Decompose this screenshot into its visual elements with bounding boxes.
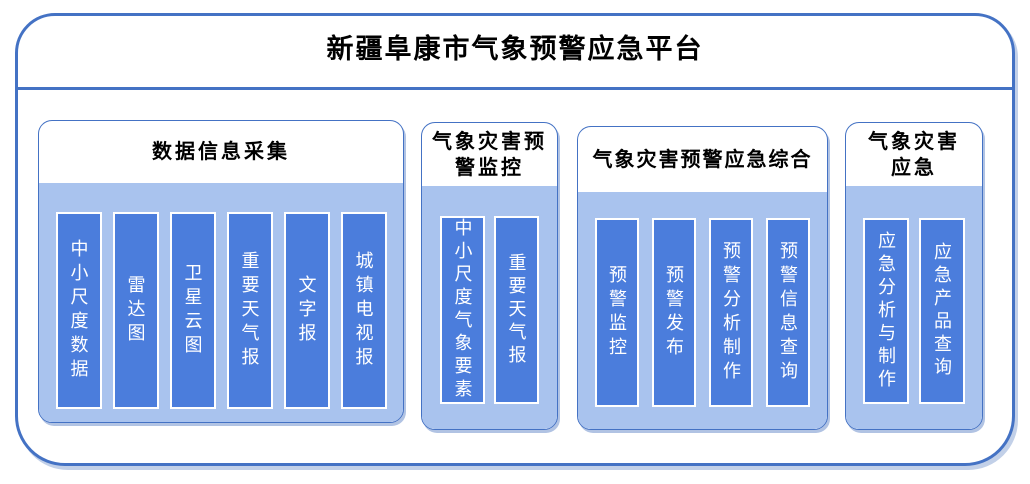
module-box: 重要天气报 — [494, 216, 539, 404]
section-title: 气象灾害 应急 — [868, 130, 960, 179]
section-title: 气象灾害预警应急综合 — [592, 148, 813, 171]
module-box: 预警发布 — [652, 218, 696, 407]
module-box: 中小尺度气象要素 — [440, 216, 485, 404]
platform-title: 新疆阜康市气象预警应急平台 — [326, 34, 704, 64]
section-title: 气象灾害预 警监控 — [432, 130, 547, 179]
module-box: 中小尺度数据 — [55, 212, 102, 409]
module-box: 雷达图 — [112, 212, 159, 409]
panel-warning-emergency-comprehensive: 气象灾害预警应急综合 预警监控 预警发布 预警分析制作 预警信息查询 — [577, 126, 828, 430]
section-title: 数据信息采集 — [152, 141, 290, 163]
panel-data-collection: 数据信息采集 中小尺度数据 雷达图 卫星云图 重要天气报 文字报 城镇电视报 — [38, 120, 404, 423]
module-box: 城镇电视报 — [340, 212, 387, 409]
section-body: 中小尺度数据 雷达图 卫星云图 重要天气报 文字报 城镇电视报 — [39, 183, 403, 422]
section-body: 中小尺度气象要素 重要天气报 — [422, 186, 557, 429]
panel-disaster-emergency: 气象灾害 应急 应急分析与制作 应急产品查询 — [845, 122, 983, 430]
module-box: 预警分析制作 — [709, 218, 753, 407]
module-box: 卫星云图 — [169, 212, 216, 409]
section-body: 应急分析与制作 应急产品查询 — [846, 186, 982, 429]
module-box: 预警信息查询 — [766, 218, 810, 407]
module-box: 重要天气报 — [226, 212, 273, 409]
module-box: 应急分析与制作 — [863, 218, 909, 404]
module-box: 文字报 — [283, 212, 330, 409]
section-body: 预警监控 预警发布 预警分析制作 预警信息查询 — [578, 192, 827, 429]
module-box: 应急产品查询 — [919, 218, 965, 404]
title-divider — [18, 87, 1012, 90]
module-box: 预警监控 — [595, 218, 639, 407]
panel-warning-monitoring: 气象灾害预 警监控 中小尺度气象要素 重要天气报 — [421, 122, 558, 430]
